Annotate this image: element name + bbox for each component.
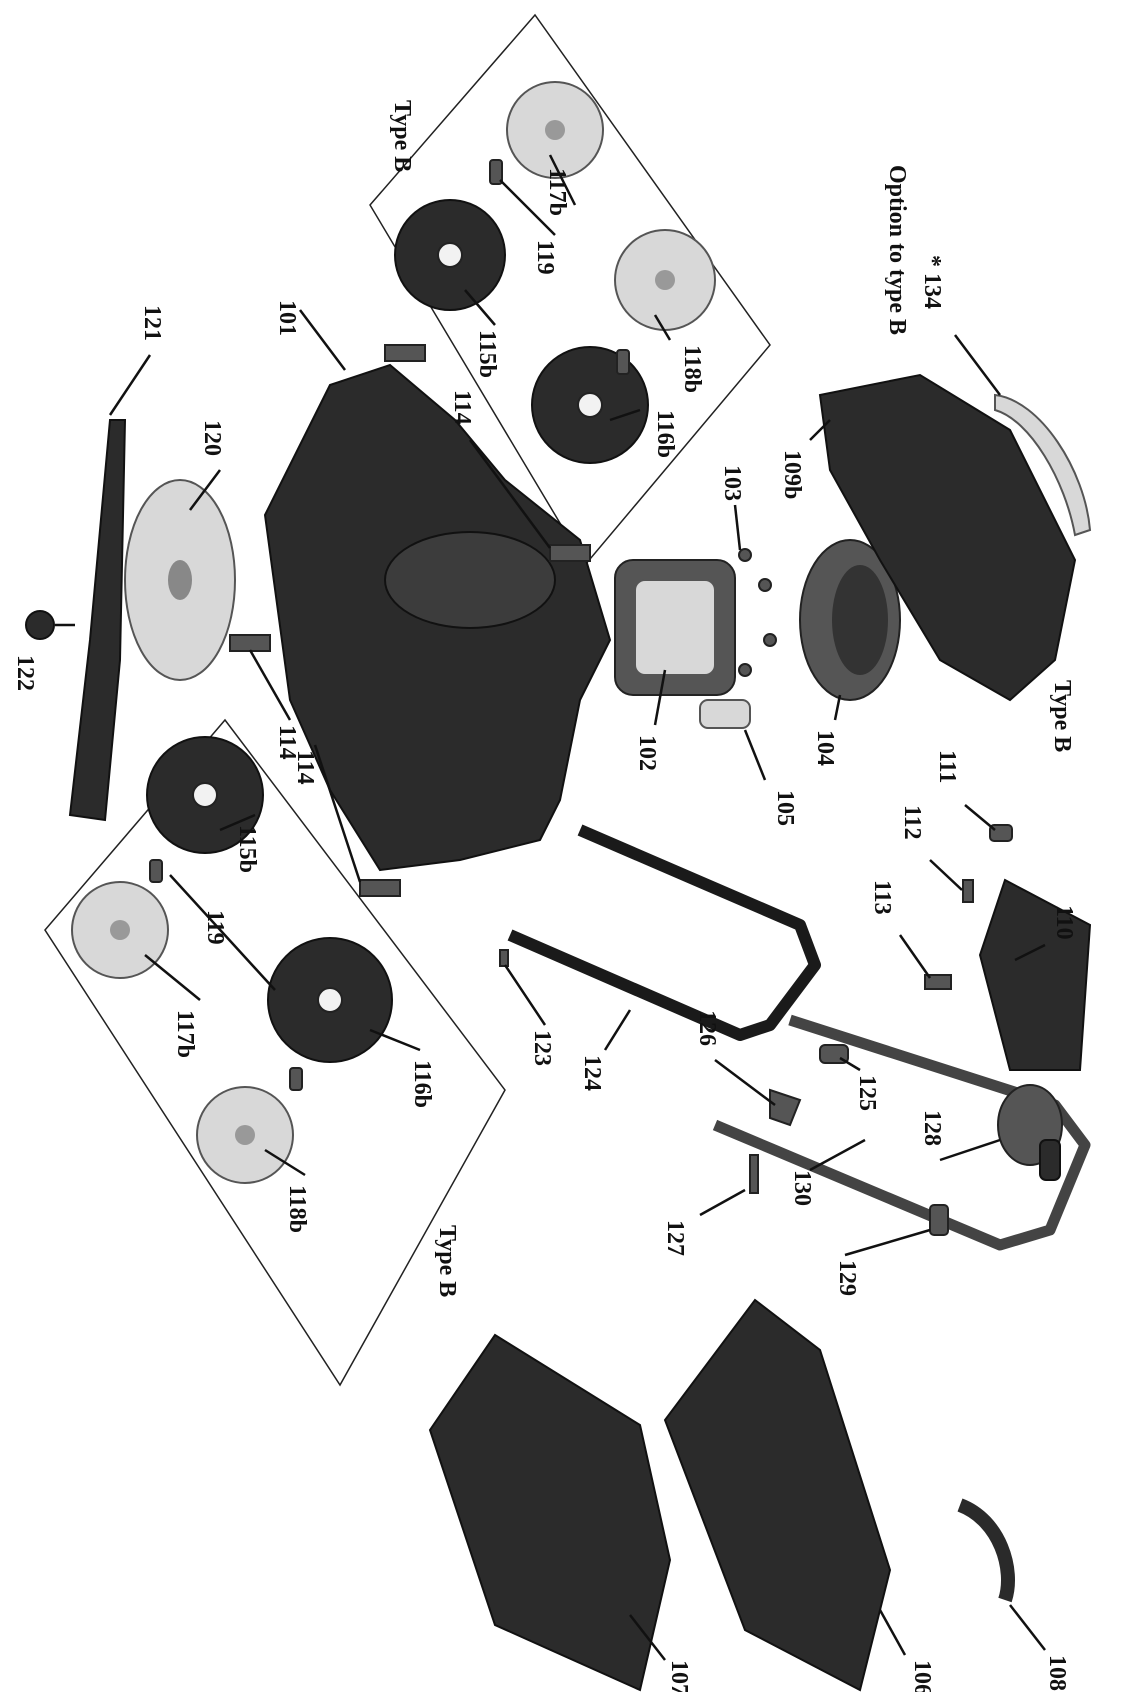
label-124: 124 bbox=[579, 1055, 605, 1091]
option-note: Option to type B bbox=[884, 165, 910, 335]
lower-handle-part bbox=[507, 824, 821, 1041]
label-116b-top: 116b bbox=[652, 410, 678, 458]
label-114-c: 114 bbox=[292, 750, 318, 785]
type-b-label-bottom: Type B bbox=[434, 1225, 460, 1297]
label-106: 106 bbox=[909, 1660, 935, 1692]
label-118b-top: 118b bbox=[679, 345, 705, 393]
clip-129-part bbox=[929, 1204, 949, 1236]
label-104: 104 bbox=[812, 730, 838, 766]
cover-109b-part bbox=[818, 373, 1077, 702]
label-125: 125 bbox=[854, 1075, 880, 1111]
bolt-127-part bbox=[749, 1154, 759, 1194]
screw-123-part bbox=[499, 949, 509, 967]
motor-part bbox=[614, 559, 736, 696]
hubcap-117b-top bbox=[506, 81, 604, 179]
label-115b-bottom: 115b bbox=[234, 825, 260, 873]
label-108: 108 bbox=[1044, 1655, 1070, 1691]
label-119-top: 119 bbox=[532, 240, 558, 275]
label-117b-bottom: 117b bbox=[172, 1010, 198, 1058]
screw-119-top-a bbox=[489, 159, 503, 185]
nut-part bbox=[25, 610, 55, 640]
label-130: 130 bbox=[789, 1170, 815, 1206]
label-121: 121 bbox=[139, 305, 165, 341]
deck-housing-part bbox=[263, 363, 612, 872]
label-109b: 109b bbox=[779, 450, 805, 499]
wheel-116b-top bbox=[531, 346, 649, 464]
label-116b-bottom: 116b bbox=[409, 1060, 435, 1108]
label-128: 128 bbox=[919, 1110, 945, 1146]
blade-part bbox=[68, 419, 127, 822]
label-122: 122 bbox=[12, 655, 38, 691]
part-112 bbox=[962, 879, 974, 903]
label-103: 103 bbox=[719, 465, 745, 501]
grass-chute-part bbox=[978, 878, 1092, 1071]
part-labels: 101 102 103 104 105 106 107 108 109b 110… bbox=[12, 100, 1077, 1692]
part-113 bbox=[924, 974, 952, 990]
label-114-b: 114 bbox=[274, 725, 300, 760]
label-110: 110 bbox=[1051, 905, 1077, 940]
label-119-bottom: 119 bbox=[202, 910, 228, 945]
wheel-115b-top bbox=[394, 199, 506, 311]
label-101: 101 bbox=[274, 300, 300, 336]
label-105: 105 bbox=[772, 790, 798, 826]
bracket-114-b bbox=[549, 544, 591, 562]
hubcap-118b-top bbox=[614, 229, 716, 331]
fan-part bbox=[124, 479, 236, 681]
label-118b-bottom: 118b bbox=[284, 1185, 310, 1233]
grass-box-lower-part bbox=[663, 1298, 892, 1692]
bracket-114-a bbox=[384, 344, 426, 362]
grass-box-upper-part bbox=[428, 1333, 672, 1692]
upper-handle-part bbox=[712, 1014, 1091, 1251]
screws-part bbox=[738, 548, 777, 677]
hubcap-117b-bottom bbox=[71, 881, 169, 979]
type-b-label-top: Type B bbox=[389, 100, 415, 172]
wheel-116b-bottom bbox=[267, 937, 393, 1063]
label-120: 120 bbox=[199, 420, 225, 456]
label-127: 127 bbox=[662, 1220, 688, 1256]
label-113: 113 bbox=[869, 880, 895, 915]
label-111: 111 bbox=[934, 750, 960, 783]
label-114-a: 114 bbox=[449, 390, 475, 425]
label-117b-top: 117b bbox=[544, 168, 570, 216]
label-115b-top: 115b bbox=[474, 330, 500, 378]
label-134: * 134 bbox=[919, 255, 945, 309]
part-134-accessory bbox=[994, 393, 1092, 537]
bracket-114-c bbox=[229, 634, 271, 652]
grass-box-handle-part bbox=[957, 1498, 1015, 1603]
switch-box-part bbox=[997, 1084, 1063, 1181]
screw-119-bottom-a bbox=[149, 859, 163, 883]
hubcap-118b-bottom bbox=[196, 1086, 294, 1184]
label-107: 107 bbox=[666, 1660, 692, 1692]
label-126: 126 bbox=[694, 1010, 720, 1046]
label-123: 123 bbox=[529, 1030, 555, 1066]
screw-119-top-b bbox=[616, 349, 630, 375]
screw-119-bottom-b bbox=[289, 1067, 303, 1091]
label-102: 102 bbox=[634, 735, 660, 771]
type-b-label-cover: Type B bbox=[1049, 680, 1075, 752]
capacitor-part bbox=[699, 699, 751, 729]
bracket-114-d bbox=[359, 879, 401, 897]
motor-cover-part bbox=[799, 539, 901, 701]
leader-lines bbox=[55, 154, 1046, 1661]
label-112: 112 bbox=[899, 805, 925, 840]
type-b-box-top bbox=[369, 13, 771, 567]
label-129: 129 bbox=[834, 1260, 860, 1296]
knob-126-part bbox=[769, 1088, 802, 1127]
